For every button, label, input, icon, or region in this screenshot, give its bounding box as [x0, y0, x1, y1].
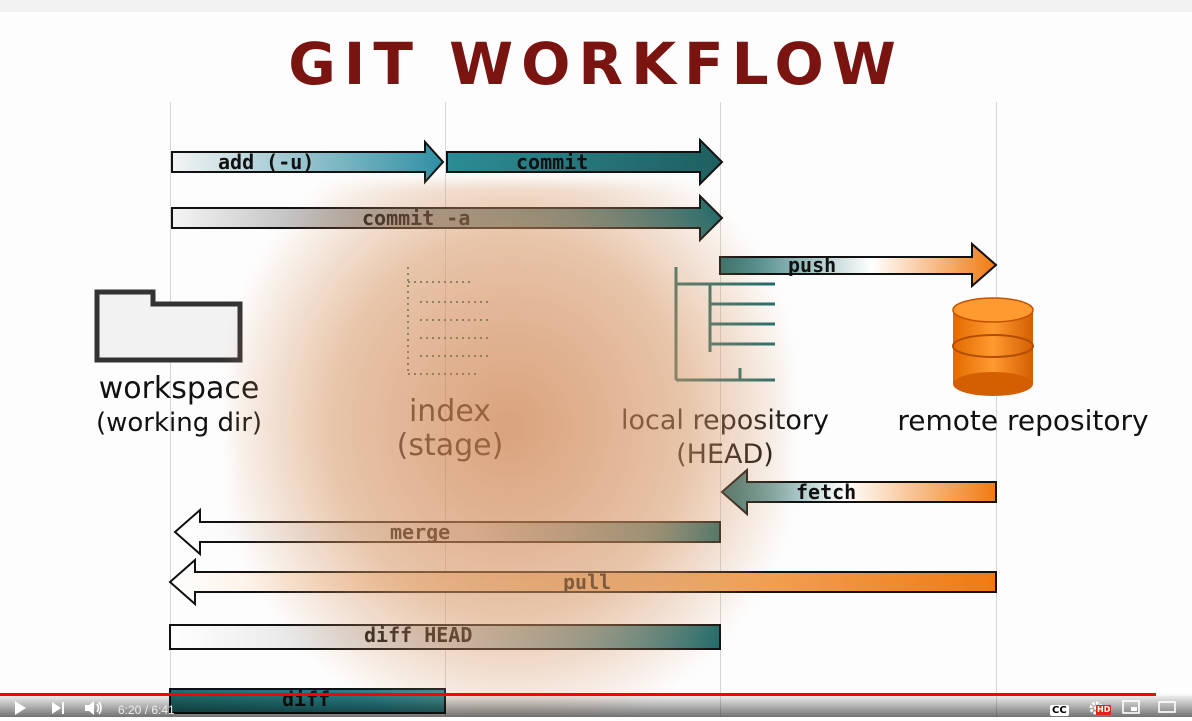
play-icon[interactable] [12, 700, 28, 721]
miniplayer-icon[interactable] [1122, 700, 1140, 719]
location-workspace-line2: (working dir) [95, 408, 263, 438]
arrow-label-merge: merge [390, 520, 451, 544]
arrow-push [719, 241, 998, 289]
index-icon [407, 267, 490, 375]
arrow-label-diff-head: diff HEAD [364, 623, 473, 647]
video-frame[interactable]: GIT WORKFLOW [0, 12, 1192, 717]
location-workspace-line1: workspace [98, 371, 260, 406]
arrow-label-add: add (-u) [218, 150, 315, 174]
location-index-line1: index [408, 394, 492, 429]
hd-badge: HD [1096, 705, 1112, 715]
arrow-label-push: push [788, 253, 837, 277]
top-bar [0, 0, 1192, 12]
volume-icon[interactable] [84, 700, 104, 721]
arrow-add [171, 139, 445, 185]
column-line-workspace [170, 102, 171, 717]
arrow-commit [446, 137, 724, 187]
column-line-remote [996, 102, 997, 717]
workflow-diagram [94, 137, 1034, 714]
location-index: index (stage) [385, 395, 515, 463]
arrow-label-fetch: fetch [796, 480, 857, 504]
local-repository-icon [674, 267, 775, 382]
time-display: 6:20 / 6:41 [118, 703, 175, 717]
folder-icon [94, 289, 243, 363]
location-remote-repository: remote repository [897, 404, 1149, 437]
progress-bar-fill [0, 693, 1157, 696]
next-icon[interactable] [50, 700, 66, 721]
database-icon [952, 297, 1034, 396]
cc-icon[interactable]: CC [1050, 705, 1069, 716]
location-local-repository: local repository (HEAD) [605, 404, 845, 472]
location-index-line2: (stage) [396, 428, 504, 463]
player-controls [0, 693, 1192, 717]
theater-icon[interactable] [1158, 700, 1176, 719]
location-local-line1: local repository [620, 405, 830, 436]
location-workspace: workspace (working dir) [84, 372, 274, 440]
arrow-label-pull: pull [563, 570, 612, 594]
arrow-label-commit-a: commit -a [362, 206, 471, 230]
arrow-label-commit: commit [516, 150, 589, 174]
progress-bar[interactable] [0, 693, 1192, 696]
location-local-line2: (HEAD) [676, 439, 774, 470]
arrow-fetch [720, 467, 997, 517]
video-title: GIT WORKFLOW [288, 30, 904, 98]
